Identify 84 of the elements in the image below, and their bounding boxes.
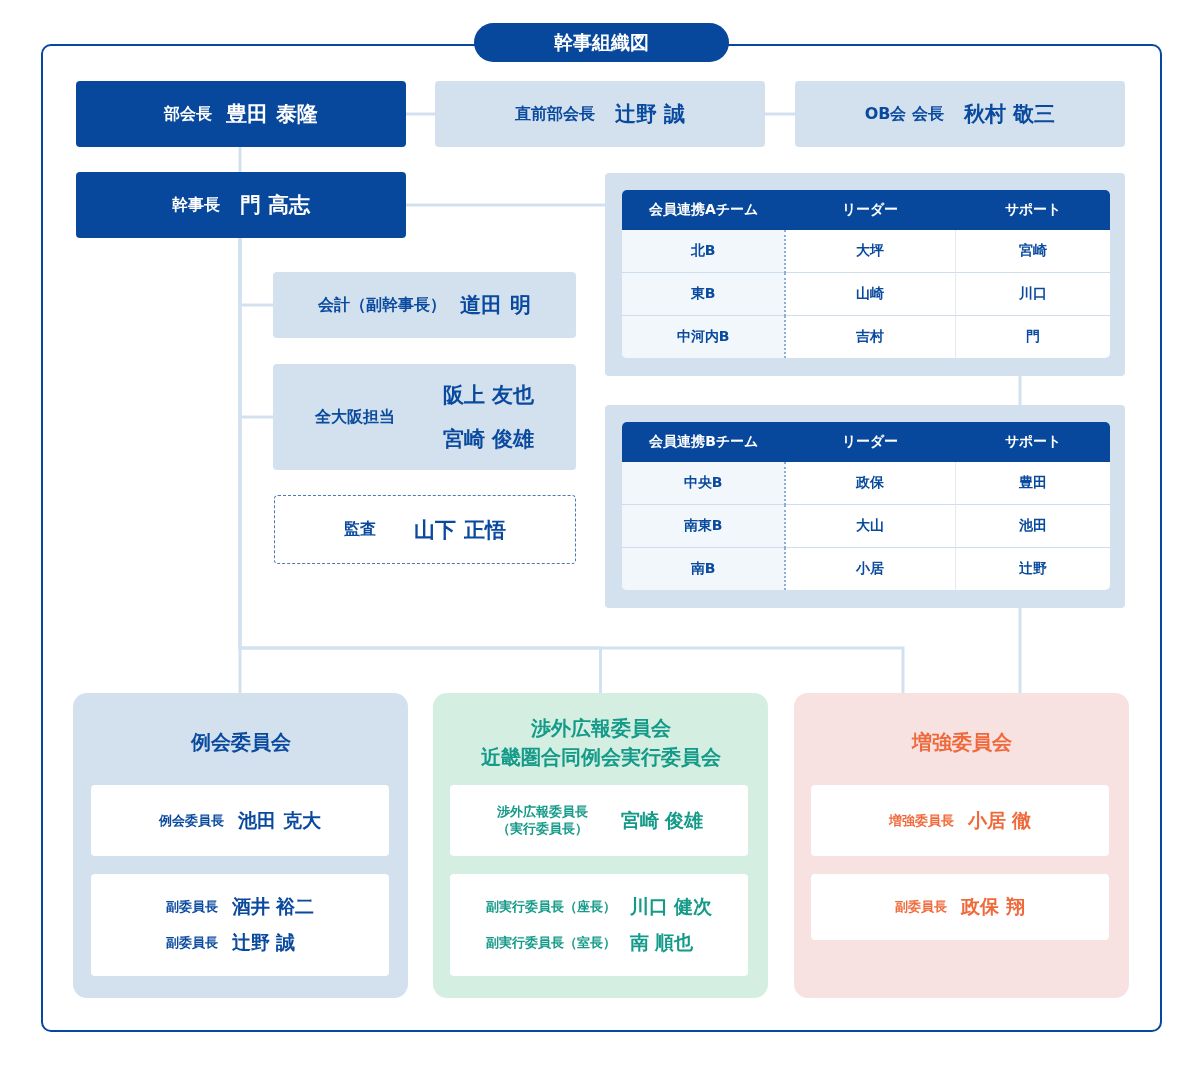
- person-name: 酒井 裕二: [231, 894, 315, 919]
- person-name: 辻野 誠: [614, 101, 686, 128]
- table-header-cell: リーダー: [785, 190, 956, 230]
- role-label: 直前部会長: [514, 103, 595, 125]
- connector-line: [406, 203, 605, 207]
- table-cell: 南東B: [622, 504, 785, 548]
- table-cell: 政保: [785, 462, 956, 505]
- role-box: [274, 495, 576, 564]
- person-name: 宮崎 俊雄: [442, 426, 535, 453]
- person-name: 豊田 泰隆: [226, 101, 318, 128]
- person-name: 秋村 敬三: [964, 101, 1056, 128]
- role-box: [435, 81, 765, 147]
- role-box: [273, 364, 576, 470]
- connector-line: [238, 147, 242, 172]
- committee-panel: [73, 693, 408, 998]
- table-header-cell: サポート: [955, 190, 1110, 230]
- table-cell: 北B: [622, 230, 785, 273]
- role-label: 全大阪担当: [314, 406, 395, 428]
- table-cell: 中央B: [622, 462, 785, 505]
- role-label: 副委員長: [895, 898, 948, 916]
- member-card: [91, 785, 389, 856]
- role-label: 副実行委員長（座長）: [485, 898, 616, 916]
- role-label: OB会 会長: [864, 103, 945, 125]
- table-cell: 大山: [785, 504, 956, 548]
- connector-line: [765, 112, 795, 116]
- member-card: [811, 785, 1109, 856]
- person-name: 川口 健次: [629, 894, 713, 919]
- role-label: 例会委員長: [159, 811, 225, 830]
- role-label: 副委員長: [165, 898, 218, 916]
- committee-panel: [433, 693, 768, 998]
- table-cell: 川口: [955, 272, 1110, 316]
- role-label: 幹事長: [171, 194, 220, 216]
- member-card: [91, 874, 389, 976]
- role-box: [76, 81, 406, 147]
- table-cell: 南B: [622, 547, 785, 590]
- role-box: [273, 272, 576, 338]
- committee-title: 例会委員会: [190, 729, 291, 756]
- table-cell: 門: [955, 315, 1110, 358]
- person-name: 辻野 誠: [231, 930, 297, 955]
- committee-title: 近畿圏合同例会実行委員会: [480, 744, 721, 771]
- committee-title: 渉外広報委員会: [530, 715, 671, 742]
- table-cell: 辻野: [955, 547, 1110, 590]
- table-cell: 池田: [955, 504, 1110, 548]
- person-name: 小居 徹: [967, 807, 1032, 833]
- table-cell: 東B: [622, 272, 785, 316]
- role-label: 渉外広報委員長（実行委員長）: [496, 803, 590, 838]
- role-label: 増強委員長: [888, 811, 954, 830]
- member-card: [450, 874, 748, 976]
- person-name: 山下 正悟: [414, 516, 506, 544]
- table-cell: 豊田: [955, 462, 1110, 505]
- team-panel: [605, 173, 1125, 376]
- person-name: 阪上 友也: [442, 382, 535, 409]
- table-header-cell: サポート: [955, 422, 1110, 462]
- member-card: [811, 874, 1109, 940]
- table-cell: 吉村: [785, 315, 956, 358]
- table-header-cell: リーダー: [785, 422, 956, 462]
- role-label: 副実行委員長（室長）: [485, 934, 616, 952]
- connector-line: [1018, 376, 1022, 405]
- person-name: 門 高志: [239, 192, 311, 219]
- table-cell: 中河内B: [622, 315, 785, 358]
- table-cell: 山崎: [785, 272, 956, 316]
- person-name: 宮崎 俊雄: [620, 807, 704, 833]
- committee-panel: [794, 693, 1129, 998]
- role-label: 部会長: [164, 103, 213, 125]
- role-label: 副委員長: [165, 934, 218, 952]
- connector-line: [1018, 608, 1022, 693]
- team-panel: [605, 405, 1125, 608]
- role-box: [76, 172, 406, 238]
- person-name: 南 順也: [629, 930, 695, 955]
- table-header-cell: 会員連携Bチーム: [622, 422, 785, 462]
- table-cell: 小居: [785, 547, 956, 590]
- committee-title: 増強委員会: [911, 729, 1012, 756]
- title-badge: 幹事組織図: [474, 23, 729, 62]
- table-cell: 宮崎: [955, 230, 1110, 273]
- role-box: [795, 81, 1125, 147]
- role-label: 会計（副幹事長）: [318, 294, 447, 316]
- member-card: [450, 785, 748, 856]
- person-name: 政保 翔: [961, 894, 1025, 919]
- role-label: 監査: [344, 519, 377, 540]
- person-name: 道田 明: [460, 292, 531, 319]
- connector-line: [406, 112, 435, 116]
- table-header-cell: 会員連携Aチーム: [622, 190, 785, 230]
- table-cell: 大坪: [785, 230, 956, 273]
- person-name: 池田 克大: [238, 807, 321, 833]
